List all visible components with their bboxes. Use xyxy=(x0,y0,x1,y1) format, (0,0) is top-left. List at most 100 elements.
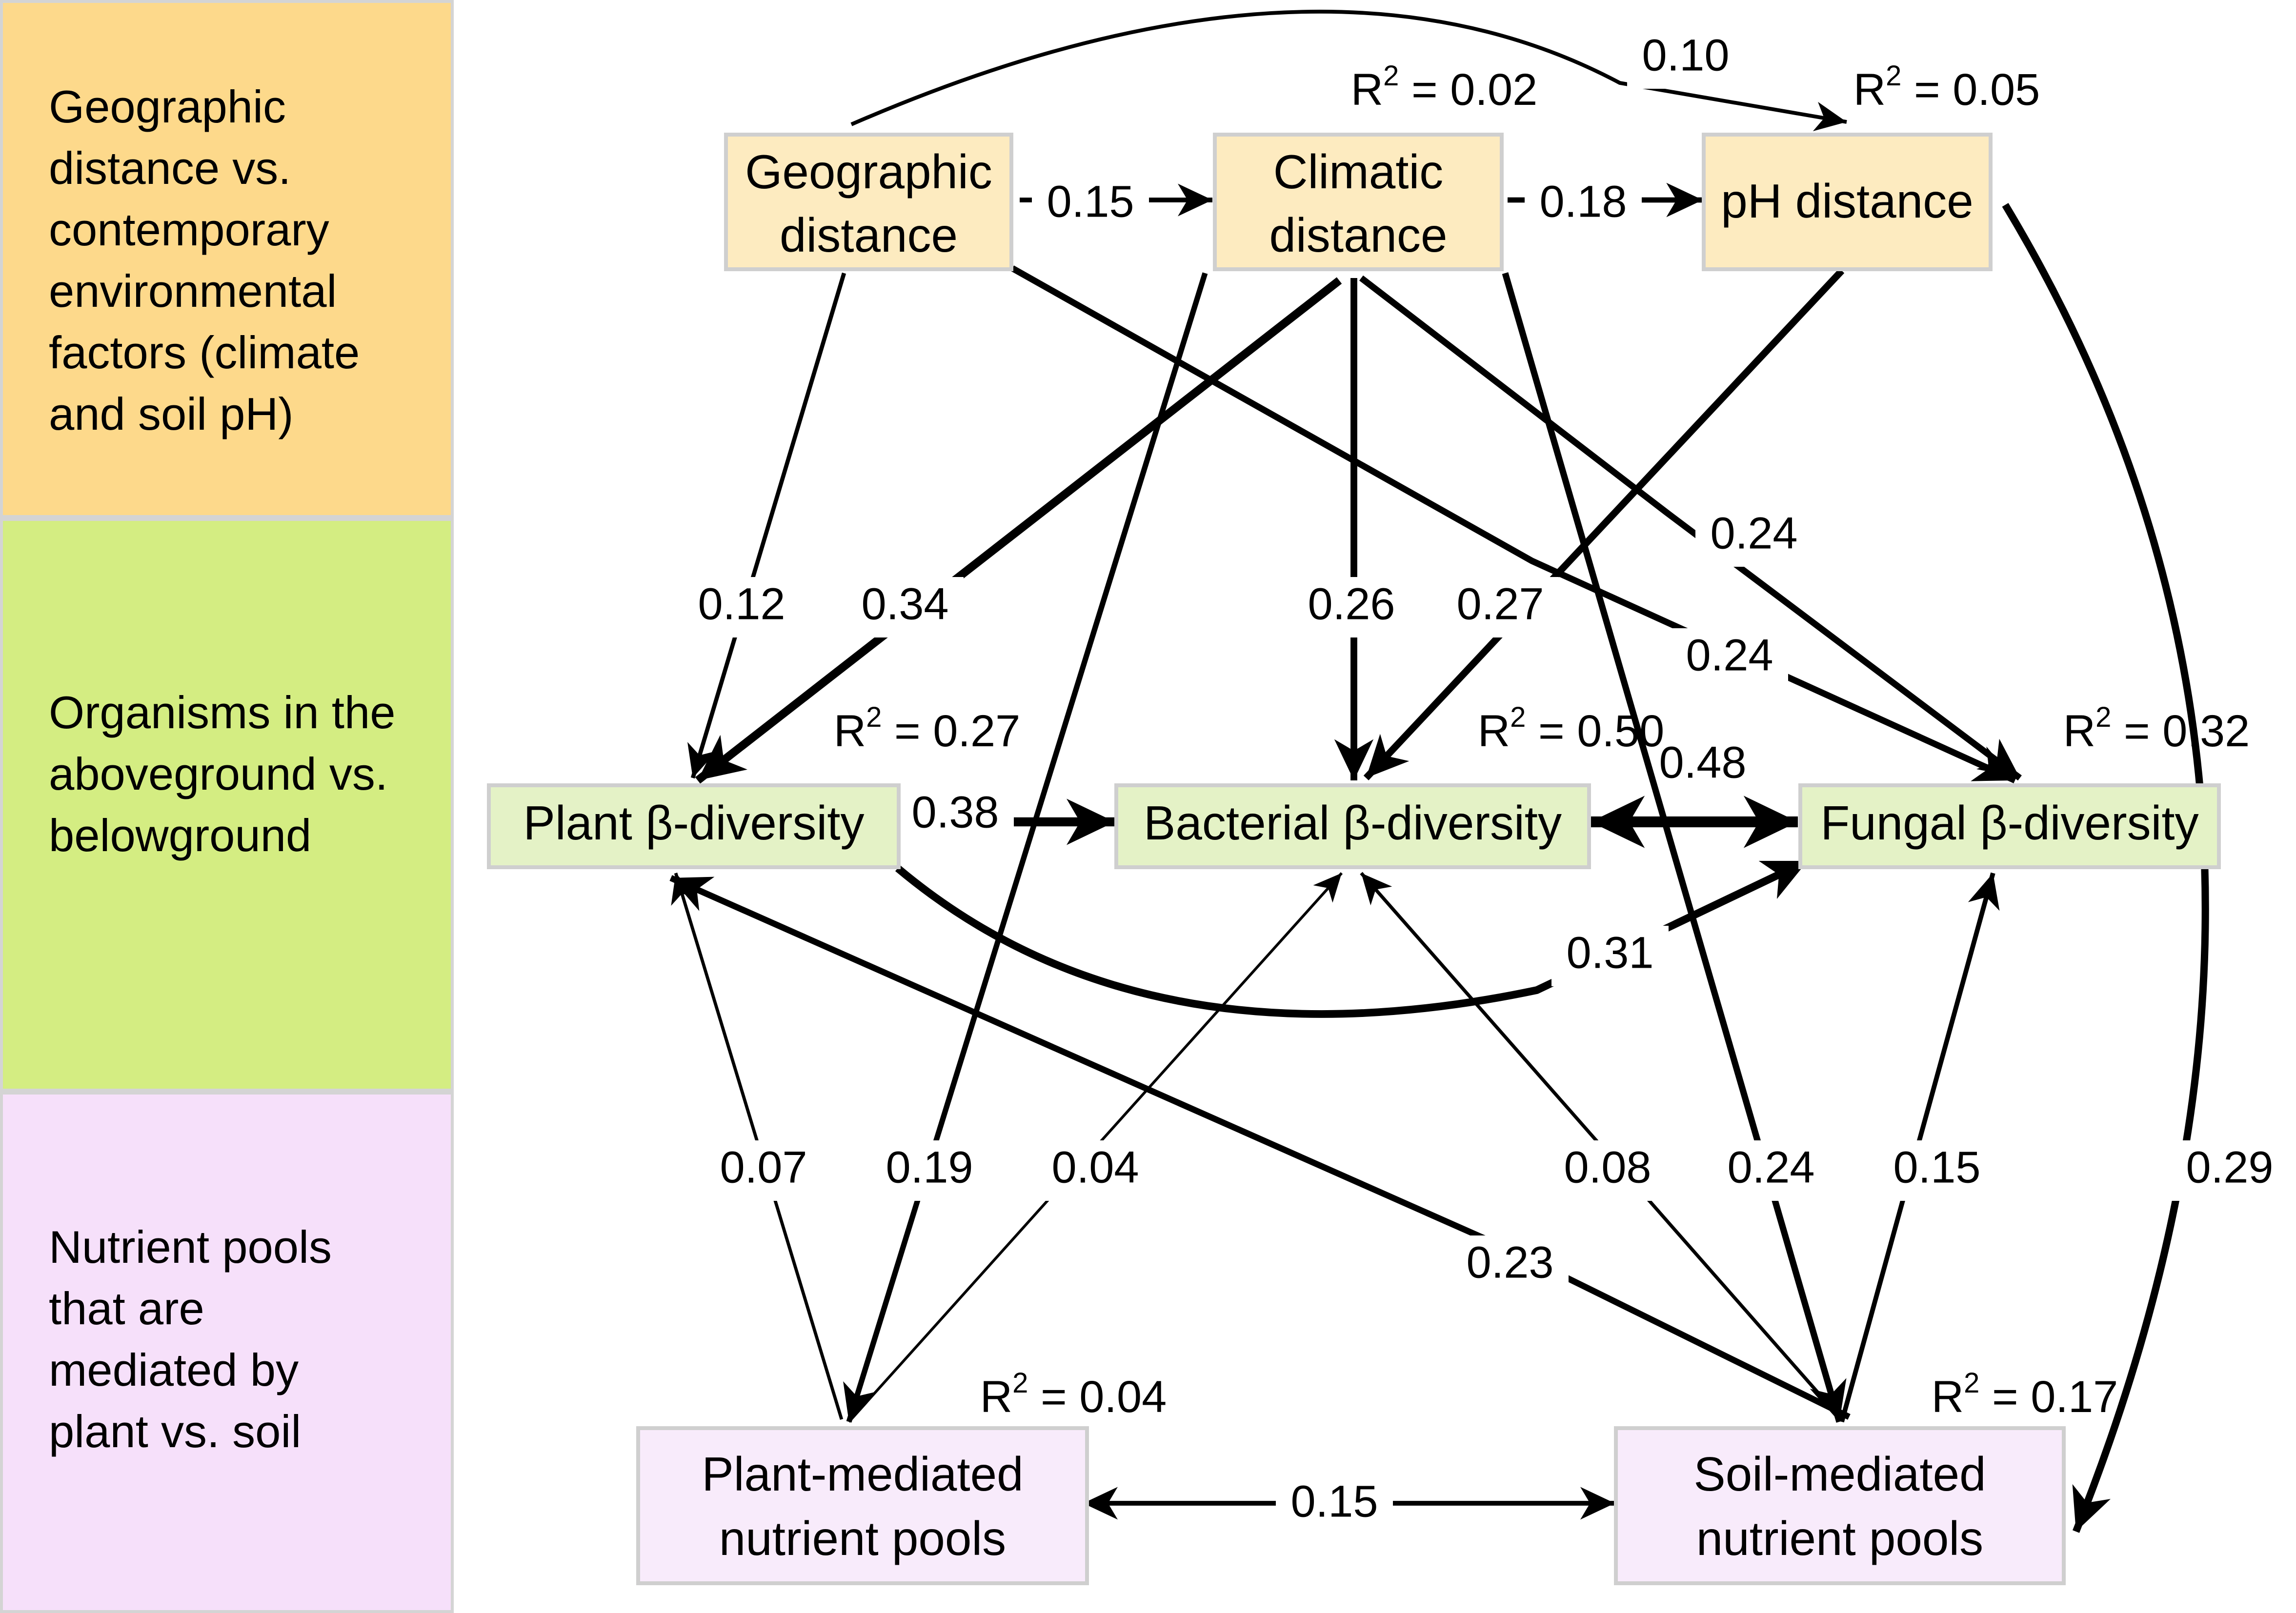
edge-line xyxy=(1839,872,1995,1423)
level-band-organisms: Organisms in the aboveground vs. belowgr… xyxy=(0,518,454,1092)
r2-label-bact: R2 = 0.50 xyxy=(1478,701,1665,756)
edge-snut-bact xyxy=(1360,872,1841,1418)
node-box xyxy=(1702,133,1993,271)
edge-clim-plant xyxy=(695,277,1342,784)
edges xyxy=(669,9,2209,1533)
node-bact: Bacterial β-diversity xyxy=(1114,783,1591,869)
arrowhead xyxy=(1334,739,1374,780)
r2-label-clim: R2 = 0.02 xyxy=(1351,60,1538,115)
level-label-organisms: Organisms in the aboveground vs. belowgr… xyxy=(49,687,396,861)
edge-label-clim-ph: 0.18 xyxy=(1539,177,1627,226)
arrowhead xyxy=(1366,734,1410,778)
node-label: distance xyxy=(780,208,958,262)
node-snut: Soil-mediated nutrient pools xyxy=(1614,1426,2066,1585)
edge-label-clim-pnut: 0.19 xyxy=(886,1142,973,1192)
edge-label-bact-fung: 0.48 xyxy=(1659,737,1746,787)
arrowhead xyxy=(1743,796,1798,848)
edge-plant-fung xyxy=(895,857,1810,1018)
edge-bact-fung xyxy=(1591,796,1798,848)
node-label: Soil-mediated xyxy=(1693,1447,1986,1501)
edge-label-pnut-bact: 0.04 xyxy=(1051,1142,1139,1192)
r2-label-snut: R2 = 0.17 xyxy=(1932,1367,2118,1422)
edge-line xyxy=(669,875,1851,1420)
r2-label-pnut: R2 = 0.04 xyxy=(980,1367,1167,1422)
edge-line xyxy=(1502,272,1843,1423)
node-box xyxy=(1614,1426,2066,1585)
level-band-geographic: Geographic distance vs. contemporary env… xyxy=(0,0,454,518)
edge-label-geo-clim: 0.15 xyxy=(1047,177,1134,226)
edge-snut-fung xyxy=(1839,872,2000,1423)
node-box xyxy=(1798,783,2221,869)
edge-ph-bact xyxy=(1363,268,1845,780)
r2-label-plant: R2 = 0.27 xyxy=(834,701,1021,756)
node-label: nutrient pools xyxy=(719,1512,1006,1565)
node-pnut: Plant-mediated nutrient pools xyxy=(636,1426,1089,1585)
r2-label-ph: R2 = 0.05 xyxy=(1853,60,2040,115)
edge-label-plant-bact: 0.38 xyxy=(911,787,999,837)
node-box xyxy=(1213,133,1504,271)
edge-line xyxy=(846,272,1208,1423)
node-label: distance xyxy=(1269,208,1447,262)
edge-label-geo-fung: 0.24 xyxy=(1686,630,1773,680)
edge-label-clim-bact: 0.26 xyxy=(1308,579,1395,629)
edge-line xyxy=(674,873,844,1420)
node-label: Plant β-diversity xyxy=(523,796,864,850)
edge-label-snut-bact: 0.08 xyxy=(1564,1142,1651,1192)
arrowhead xyxy=(1971,746,2015,781)
edge-clim-pnut xyxy=(843,272,1208,1423)
edge-line xyxy=(1010,265,2016,783)
edge-plant-bact xyxy=(903,798,1115,845)
arrowhead xyxy=(671,876,715,911)
arrowhead xyxy=(2072,1484,2111,1532)
arrowhead xyxy=(1178,183,1212,217)
edge-line xyxy=(690,272,846,779)
arrowhead xyxy=(1591,796,1645,848)
arrowhead xyxy=(1666,182,1703,218)
arrowhead xyxy=(1361,873,1392,906)
r2-labels: R2 = 0.02 R2 = 0.05 R2 = 0.27 R2 = 0.50 R2 =… xyxy=(834,60,2250,1422)
node-label: Fungal β-diversity xyxy=(1820,796,2198,850)
edge-label-pnut-snut: 0.15 xyxy=(1290,1476,1378,1526)
edge-label-clim-snut: 0.24 xyxy=(1727,1142,1814,1192)
arrowhead xyxy=(687,742,717,778)
edge-label-clim-fung: 0.24 xyxy=(1710,508,1797,558)
node-box xyxy=(724,133,1013,271)
node-label: pH distance xyxy=(1721,174,1974,228)
edge-clim-fung xyxy=(1359,275,2022,781)
edge-label-plant-fung: 0.31 xyxy=(1566,928,1653,977)
node-label: Climatic xyxy=(1273,145,1443,199)
node-ph: pH distance xyxy=(1702,133,1993,271)
edge-line xyxy=(1363,268,1845,780)
level-label-nutrients: Nutrient pools that are mediated by plan… xyxy=(49,1221,332,1457)
edge-line xyxy=(695,277,1342,784)
node-label: Geographic xyxy=(745,145,992,199)
edge-snut-plant xyxy=(669,875,1851,1420)
node-clim: Climatic distance xyxy=(1213,133,1504,271)
arrowhead xyxy=(1083,1487,1118,1520)
arrowhead xyxy=(1067,798,1115,845)
arrowhead xyxy=(843,1381,877,1422)
edge-label-ph-snut: 0.29 xyxy=(2186,1142,2273,1192)
node-plant: Plant β-diversity xyxy=(487,783,901,869)
node-box xyxy=(636,1426,1089,1585)
node-label: Plant-mediated xyxy=(702,1447,1023,1501)
arrowhead xyxy=(698,735,747,780)
edge-geo-clim xyxy=(1020,183,1212,217)
edge-label-snut-plant: 0.23 xyxy=(1466,1237,1553,1287)
r2-label-fung: R2 = 0.32 xyxy=(2063,701,2250,756)
edge-line xyxy=(847,872,1343,1423)
node-box xyxy=(1114,783,1591,869)
edge-line xyxy=(895,857,1810,1018)
edge-label-pnut-plant: 0.07 xyxy=(720,1142,807,1192)
level-label-geographic: Geographic distance vs. contemporary env… xyxy=(49,81,360,439)
edge-label-geo-plant: 0.12 xyxy=(698,579,785,629)
edge-geo-ph xyxy=(850,9,1847,131)
edge-clim-bact xyxy=(1334,278,1374,780)
edge-label-snut-fung: 0.15 xyxy=(1893,1142,1980,1192)
edge-label-ph-bact: 0.27 xyxy=(1456,579,1544,629)
node-label: nutrient pools xyxy=(1696,1512,1983,1565)
edge-geo-fung xyxy=(1010,265,2016,783)
level-band-nutrients: Nutrient pools that are mediated by plan… xyxy=(0,1092,454,1613)
